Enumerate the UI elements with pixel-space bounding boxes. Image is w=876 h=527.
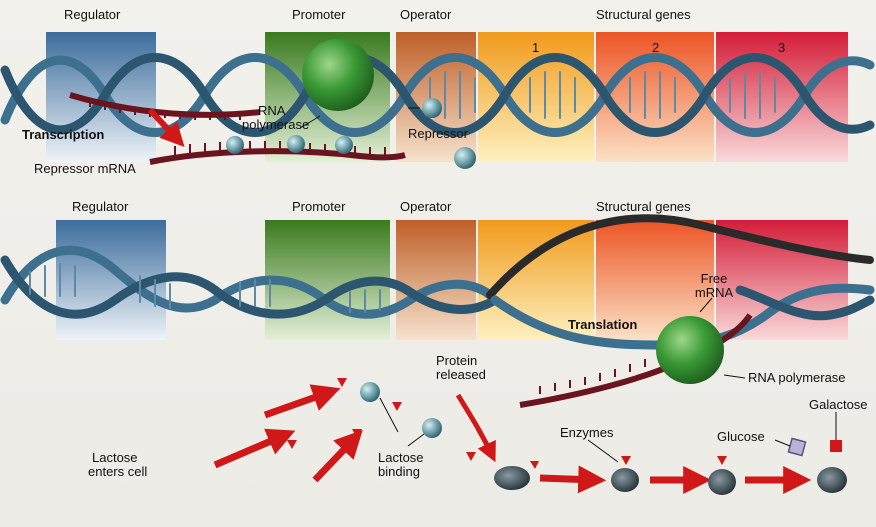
free-mrna-label-line2: mRNA bbox=[692, 286, 736, 300]
bottom-rna-polymerase-blob bbox=[656, 316, 724, 384]
top-rna-polymerase-label-line2: polymerase bbox=[242, 118, 309, 132]
bottom-promoter-label: Promoter bbox=[292, 200, 345, 214]
enzymes-label: Enzymes bbox=[560, 426, 613, 440]
gene-3-label: 3 bbox=[778, 41, 785, 55]
top-structural-genes-label: Structural genes bbox=[596, 8, 691, 22]
repressor-protein-3 bbox=[335, 136, 353, 154]
translation-label: Translation bbox=[568, 318, 637, 332]
repressor-protein-2 bbox=[287, 135, 305, 153]
gene-2-label: 2 bbox=[652, 41, 659, 55]
repressor-on-operator bbox=[422, 98, 442, 118]
lactose-bound-repressor-1 bbox=[360, 382, 380, 402]
top-rna-polymerase-label-line1: RNA bbox=[258, 104, 285, 118]
galactose-label: Galactose bbox=[809, 398, 868, 412]
lactose-enters-label-line2: enters cell bbox=[88, 465, 147, 479]
top-operator-label: Operator bbox=[400, 8, 451, 22]
repressor-protein-1 bbox=[226, 136, 244, 154]
glucose-label: Glucose bbox=[717, 430, 765, 444]
top-promoter-label: Promoter bbox=[292, 8, 345, 22]
gene-1-label: 1 bbox=[532, 41, 539, 55]
bottom-operator-block bbox=[396, 220, 476, 340]
top-regulator-label: Regulator bbox=[64, 8, 120, 22]
enzyme-lactose-markers bbox=[530, 456, 727, 469]
lactose-binding-label-line1: Lactose bbox=[378, 451, 424, 465]
protein-released-arrow bbox=[458, 395, 492, 455]
protein-released-label-line2: released bbox=[436, 368, 486, 382]
repressor-label: Repressor bbox=[408, 127, 468, 141]
galactose-square bbox=[830, 440, 842, 452]
bottom-rna-polymerase-label: RNA polymerase bbox=[748, 371, 846, 385]
top-rna-polymerase-blob bbox=[302, 39, 374, 111]
bottom-regulator-label: Regulator bbox=[72, 200, 128, 214]
enzyme-pathway-arrows bbox=[540, 478, 800, 480]
bottom-gene3-block bbox=[716, 220, 848, 340]
bottom-structural-genes-label: Structural genes bbox=[596, 200, 691, 214]
transcription-label: Transcription bbox=[22, 128, 104, 142]
top-gene-blocks bbox=[46, 32, 848, 162]
free-mrna-label-line1: Free bbox=[696, 272, 732, 286]
lactose-bound-repressor-2 bbox=[422, 418, 442, 438]
glucose-square bbox=[788, 438, 805, 455]
lactose-molecules bbox=[287, 378, 476, 461]
bottom-operator-label: Operator bbox=[400, 200, 451, 214]
repressor-protein-4 bbox=[454, 147, 476, 169]
lactose-enters-label-line1: Lactose bbox=[92, 451, 138, 465]
repressor-mrna-label: Repressor mRNA bbox=[34, 162, 136, 176]
protein-released-label-line1: Protein bbox=[436, 354, 477, 368]
lactose-entry-arrows bbox=[215, 392, 355, 480]
lactose-binding-label-line2: binding bbox=[378, 465, 420, 479]
